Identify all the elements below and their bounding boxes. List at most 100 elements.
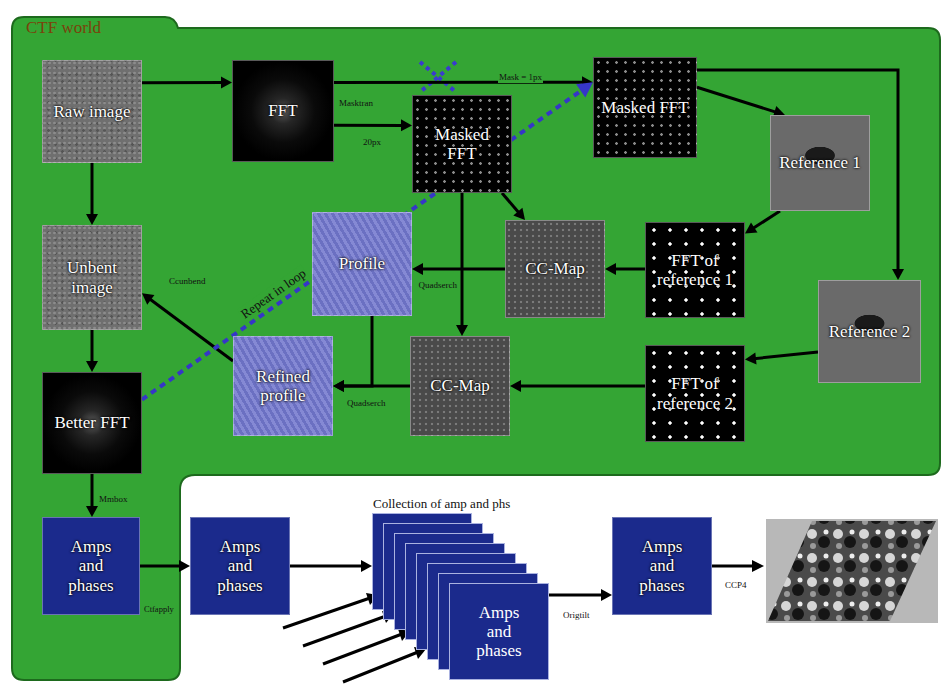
connector-line — [142, 81, 223, 84]
node-text: Amps and phases — [631, 537, 693, 594]
edge-label: Mmbox — [98, 494, 129, 505]
note-label: CCP4 — [724, 580, 748, 591]
data-box: Amps and phases — [612, 517, 712, 615]
connector-line — [549, 594, 603, 597]
node-text: CC-Map — [430, 376, 490, 395]
arrowhead — [456, 325, 468, 336]
image-box: Unbent image — [42, 225, 142, 330]
connector — [502, 193, 525, 220]
reference-box: Reference 2 — [818, 280, 921, 383]
connector-line — [334, 81, 584, 84]
connector-line — [342, 316, 372, 386]
fft-box: FFT of reference 1 — [645, 222, 745, 318]
node-text: Refined profile — [240, 367, 326, 405]
edge-label-holder: Origtilt — [562, 604, 591, 622]
node-text: FFT — [268, 101, 297, 120]
card-stack — [372, 513, 549, 680]
connector-line — [334, 124, 403, 127]
edge-label-holder: Ctfapply — [143, 598, 175, 616]
node-text: Amps and phases — [61, 537, 121, 594]
edge-label-holder: Quadserch — [346, 392, 386, 410]
connector — [745, 352, 818, 364]
node-text: Reference 2 — [829, 322, 911, 341]
data-box: Amps and phases — [42, 517, 140, 615]
connector — [86, 474, 98, 517]
connector — [334, 119, 412, 131]
connector — [290, 560, 372, 572]
connector — [456, 193, 468, 336]
profile-box: Refined profile — [233, 336, 333, 436]
note-label-holder: Collection of amp and phs — [372, 494, 511, 512]
edge-label-holder: Masktran — [338, 92, 374, 110]
cc-map-box: CC-Map — [505, 220, 605, 318]
image-box: Raw image — [42, 60, 142, 163]
node-text: FFT of reference 1 — [652, 251, 738, 289]
connector-line — [697, 87, 777, 112]
edge-label-holder: Mask = 1px — [498, 66, 543, 84]
connector-line — [754, 352, 818, 359]
edge-label-holder: Quadserch — [418, 274, 458, 292]
edge-label: Ctfapply — [143, 604, 175, 614]
node-text: CTF world — [26, 17, 101, 39]
arrowhead — [892, 269, 904, 280]
arrowhead — [510, 380, 521, 392]
connector-line — [290, 564, 363, 567]
arrowhead — [86, 214, 98, 225]
connector — [142, 76, 232, 88]
arrowhead — [412, 263, 423, 275]
arrowhead — [333, 380, 344, 392]
connector — [510, 380, 645, 392]
front-card: Amps and phases — [449, 583, 549, 680]
connector-line — [461, 193, 464, 327]
cc-map-box: CC-Map — [410, 336, 510, 436]
arrowhead — [401, 119, 412, 131]
note-label-holder: 20px — [362, 131, 382, 149]
fft-box: FFT of reference 2 — [645, 345, 745, 442]
map-image — [766, 519, 938, 623]
node-text: Profile — [339, 254, 385, 273]
node-text: Raw image — [54, 102, 131, 121]
node-text: Unbent image — [49, 258, 135, 296]
arrowhead — [333, 380, 344, 392]
note-label: Collection of amp and phs — [372, 496, 511, 512]
edge-label: Masktran — [338, 98, 374, 109]
arrowhead — [86, 506, 98, 517]
data-box: Amps and phases — [190, 517, 290, 615]
connector-line — [519, 385, 645, 388]
edge-label: Quadserch — [346, 398, 386, 409]
node-text: CC-Map — [525, 259, 585, 278]
edge-label-holder: Repeat in loop — [236, 263, 310, 322]
arrowhead — [745, 352, 757, 364]
connector — [549, 589, 612, 601]
connector — [86, 330, 98, 372]
arrowhead — [513, 208, 525, 220]
connector-line — [502, 193, 519, 213]
connector — [605, 263, 645, 275]
connector-line — [91, 163, 94, 216]
arrowhead — [179, 560, 190, 572]
node-text: Reference 1 — [779, 153, 861, 172]
connector — [412, 263, 505, 275]
connector-line — [91, 474, 94, 508]
edge-label: Mask = 1px — [498, 72, 543, 83]
connector-line — [421, 268, 505, 271]
arrowhead — [576, 82, 593, 97]
node-text: FFT of reference 2 — [652, 374, 738, 412]
fft-box: Better FFT — [42, 372, 142, 474]
edge-label: Quadserch — [418, 280, 458, 291]
connector-line — [91, 330, 94, 363]
node-text: Amps and phases — [467, 603, 531, 660]
arrowhead — [745, 223, 757, 234]
ccp4-arrow — [712, 560, 764, 572]
connector — [697, 87, 785, 117]
edge-label-holder: Ccunbend — [168, 270, 207, 288]
masked-fft-box: Masked FFT — [593, 57, 697, 158]
note-label: 20px — [362, 137, 382, 148]
data-stack: Amps and phases — [372, 513, 549, 680]
arrowhead — [142, 293, 154, 304]
node-text: Masked FFT — [419, 125, 505, 163]
reference-box: Reference 1 — [770, 115, 870, 211]
arrowhead — [605, 263, 616, 275]
edge-label-holder: Mmbox — [98, 488, 129, 506]
